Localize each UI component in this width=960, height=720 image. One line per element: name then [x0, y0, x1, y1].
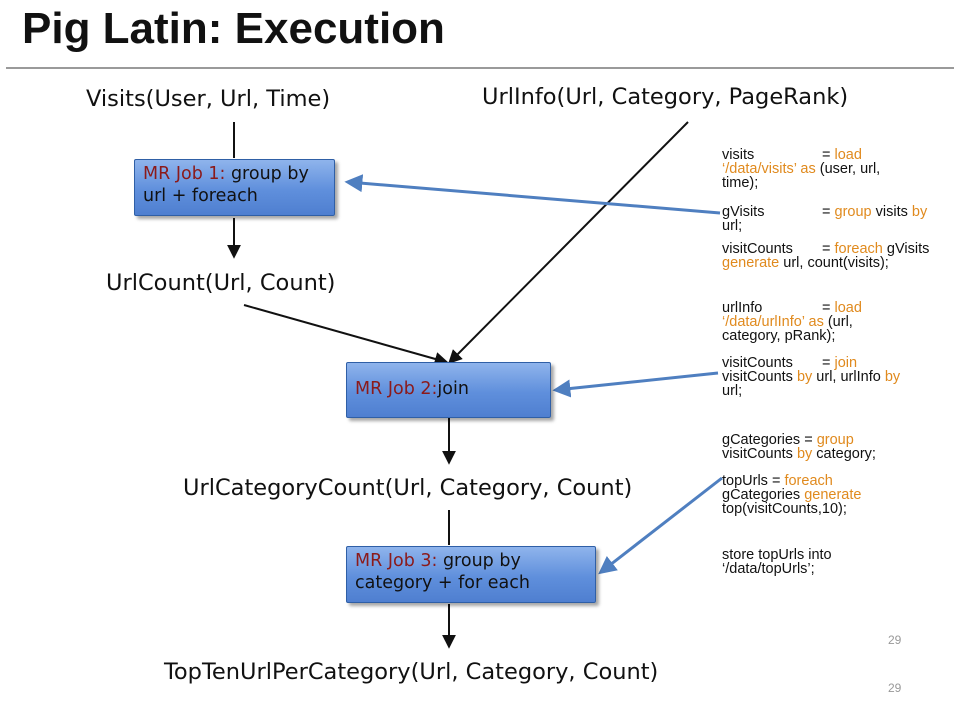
- code-text: url, count(visits);: [779, 255, 889, 271]
- arrow-code-to-job2: [552, 371, 719, 398]
- arrow-urlcount-to-job2: [243, 304, 449, 366]
- code-keyword: generate: [804, 487, 862, 503]
- mr-job-3-label: MR Job 3:: [355, 551, 438, 571]
- code-keyword: ‘/data/visits’ as: [722, 161, 816, 177]
- arrow-code-to-job1: [344, 174, 721, 215]
- code-block-store: store topUrls into ‘/data/topUrls’;: [722, 547, 958, 577]
- code-text: url;: [722, 383, 743, 399]
- code-var: visitCounts: [722, 241, 793, 257]
- code-var: urlInfo: [722, 300, 763, 316]
- code-eq: =: [822, 300, 835, 316]
- code-eq: =: [822, 204, 835, 220]
- code-text: visitCounts: [722, 369, 797, 385]
- code-eq: =: [822, 241, 835, 257]
- code-text: url;: [722, 218, 743, 234]
- relation-toptenurlpercategory: TopTenUrlPerCategory(Url, Category, Coun…: [164, 659, 659, 685]
- mr-job-2-text: join: [437, 379, 469, 399]
- mr-job-3-text: group by category + for each: [355, 551, 530, 593]
- code-text: time);: [722, 175, 759, 191]
- code-text: top(visitCounts,10);: [722, 501, 847, 517]
- code-keyword: foreach: [834, 241, 883, 257]
- code-keyword: generate: [722, 255, 780, 271]
- code-keyword: ‘/data/urlInfo’ as: [722, 314, 824, 330]
- code-text: category;: [812, 446, 876, 462]
- mr-job-3-box: MR Job 3: group by category + for each: [346, 546, 596, 603]
- relation-urlcount: UrlCount(Url, Count): [106, 270, 336, 296]
- code-text: visitCounts: [722, 446, 797, 462]
- code-text: gCategories =: [722, 432, 817, 448]
- arrow-urlinfo-to-job2: [448, 121, 689, 364]
- code-var: visitCounts: [722, 355, 793, 371]
- code-eq: =: [822, 147, 835, 163]
- page-number-top: 29: [888, 633, 902, 647]
- code-text: visits: [871, 204, 912, 220]
- code-var: visits: [722, 147, 755, 163]
- code-text: gVisits: [882, 241, 930, 257]
- code-text: category, pRank);: [722, 328, 836, 344]
- mr-job-2-box: MR Job 2:join: [346, 362, 551, 418]
- code-keyword: join: [834, 355, 858, 371]
- code-block-topurls: topUrls = foreach gCategories generate t…: [722, 473, 958, 517]
- code-text: store topUrls into: [722, 547, 832, 563]
- code-keyword: group: [834, 204, 872, 220]
- code-keyword: by: [796, 446, 813, 462]
- code-keyword: load: [834, 300, 862, 316]
- code-eq: =: [822, 355, 835, 371]
- code-keyword: by: [796, 369, 813, 385]
- code-block-visits-load: visits = load ‘/data/visits’ as (user, ur…: [722, 147, 958, 191]
- title-divider: [6, 67, 954, 69]
- code-text: ‘/data/topUrls’;: [722, 561, 815, 577]
- code-block-gvisits: gVisits = group visits by url;: [722, 204, 958, 234]
- code-text: topUrls =: [722, 473, 785, 489]
- code-text: url, urlInfo: [812, 369, 885, 385]
- code-text: (user, url,: [815, 161, 881, 177]
- slide-title: Pig Latin: Execution: [22, 4, 445, 53]
- mr-job-2-label: MR Job 2:: [355, 379, 438, 399]
- code-block-visitcounts-join: visitCounts = join visitCounts by url, ur…: [722, 355, 958, 399]
- code-keyword: load: [834, 147, 862, 163]
- relation-visits: Visits(User, Url, Time): [86, 86, 331, 112]
- code-keyword: group: [816, 432, 854, 448]
- arrow-code-to-job3: [598, 476, 723, 575]
- code-block-visitcounts-foreach: visitCounts = foreach gVisits generate ur…: [722, 241, 958, 271]
- code-keyword: by: [884, 369, 901, 385]
- page-number-bottom: 29: [888, 681, 902, 695]
- code-keyword: by: [911, 204, 928, 220]
- code-text: gCategories: [722, 487, 805, 503]
- mr-job-1-box: MR Job 1: group by url + foreach: [134, 159, 335, 216]
- mr-job-1-label: MR Job 1:: [143, 164, 226, 184]
- relation-urlcategorycount: UrlCategoryCount(Url, Category, Count): [183, 475, 633, 501]
- mr-job-1-text: group by url + foreach: [143, 164, 309, 206]
- code-keyword: foreach: [784, 473, 833, 489]
- code-text: (url,: [823, 314, 853, 330]
- relation-urlinfo: UrlInfo(Url, Category, PageRank): [482, 84, 849, 110]
- code-var: gVisits: [722, 204, 765, 220]
- code-block-gcategories: gCategories = group visitCounts by categ…: [722, 432, 958, 462]
- code-block-urlinfo-load: urlInfo = load ‘/data/urlInfo’ as (url, c…: [722, 300, 958, 344]
